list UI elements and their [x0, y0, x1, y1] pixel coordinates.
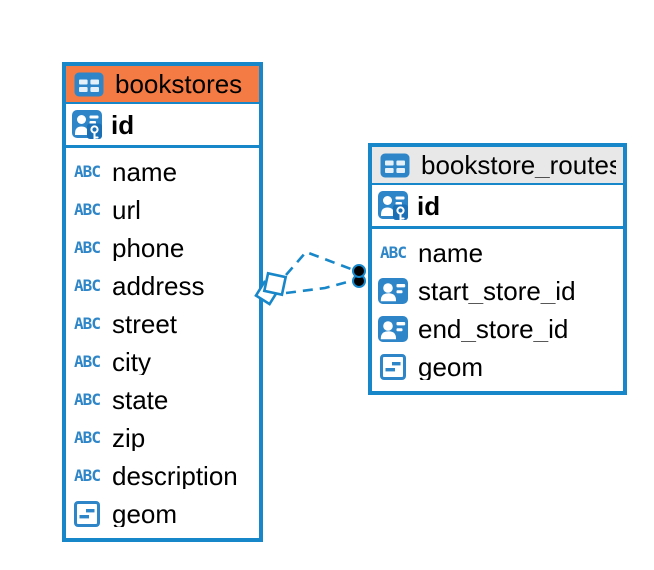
column-name: address: [112, 273, 205, 299]
text-type-icon: ABC: [74, 162, 101, 181]
foreign-key-icon: [377, 316, 409, 342]
table-icon: [379, 153, 411, 178]
column-row-url[interactable]: ABC url: [66, 191, 259, 229]
primary-key-row[interactable]: id: [372, 185, 623, 229]
primary-key-icon: [377, 190, 409, 225]
column-name: name: [418, 240, 484, 266]
primary-key-name: id: [111, 111, 135, 138]
text-type-icon: ABC: [74, 390, 101, 409]
column-row-geom[interactable]: geom: [66, 495, 259, 533]
table-header-bookstore-routes[interactable]: bookstore_routes: [372, 147, 623, 185]
primary-key-icon: [71, 109, 103, 144]
column-name: city: [112, 349, 151, 375]
column-name: end_store_id: [418, 316, 569, 342]
column-name: zip: [112, 425, 146, 451]
text-type-icon: ABC: [74, 314, 101, 333]
entity-table-bookstore-routes[interactable]: bookstore_routes: [368, 143, 627, 395]
column-row-end-store-id[interactable]: end_store_id: [372, 310, 623, 348]
text-type-icon: ABC: [74, 200, 101, 219]
column-row-phone[interactable]: ABC phone: [66, 229, 259, 267]
column-row-description[interactable]: ABC description: [66, 457, 259, 495]
column-name: geom: [112, 501, 178, 527]
text-type-icon: ABC: [74, 352, 101, 371]
geometry-type-icon: [71, 501, 103, 527]
relationship-line-upper[interactable]: [285, 250, 352, 276]
column-row-address[interactable]: ABC address: [66, 267, 259, 305]
column-list: ABC name ABC url ABC phone ABC address A…: [66, 148, 259, 538]
column-list: ABC name start_store_id: [372, 229, 623, 391]
text-type-icon: ABC: [74, 238, 101, 257]
entity-table-bookstores[interactable]: bookstores: [62, 62, 263, 542]
column-row-name[interactable]: ABC name: [66, 153, 259, 191]
primary-key-name: id: [417, 192, 441, 219]
column-row-state[interactable]: ABC state: [66, 381, 259, 419]
table-name: bookstores: [115, 71, 243, 97]
text-type-icon: ABC: [74, 428, 101, 447]
column-name: phone: [112, 235, 185, 261]
relationship-line-lower[interactable]: [285, 279, 352, 295]
column-row-start-store-id[interactable]: start_store_id: [372, 272, 623, 310]
text-type-icon: ABC: [74, 276, 101, 295]
column-name: street: [112, 311, 178, 337]
column-row-zip[interactable]: ABC zip: [66, 419, 259, 457]
geometry-type-icon: [377, 354, 409, 380]
column-name: name: [112, 159, 178, 185]
column-name: geom: [418, 354, 484, 380]
column-name: url: [112, 197, 141, 223]
primary-key-row[interactable]: id: [66, 104, 259, 148]
table-name: bookstore_routes: [421, 152, 616, 178]
relationship-dot-endpoint-upper[interactable]: [352, 264, 366, 278]
column-name: state: [112, 387, 169, 413]
column-name: start_store_id: [418, 278, 576, 304]
table-icon: [73, 72, 105, 97]
text-type-icon: ABC: [380, 243, 407, 262]
column-row-geom[interactable]: geom: [372, 348, 623, 386]
table-header-bookstores[interactable]: bookstores: [66, 66, 259, 104]
foreign-key-icon: [377, 278, 409, 304]
column-name: description: [112, 463, 238, 489]
column-row-street[interactable]: ABC street: [66, 305, 259, 343]
text-type-icon: ABC: [74, 466, 101, 485]
column-row-name[interactable]: ABC name: [372, 234, 623, 272]
relationship-dot-endpoint-lower[interactable]: [352, 274, 366, 288]
column-row-city[interactable]: ABC city: [66, 343, 259, 381]
relationship-diamond-endpoint-upper[interactable]: [262, 271, 288, 297]
